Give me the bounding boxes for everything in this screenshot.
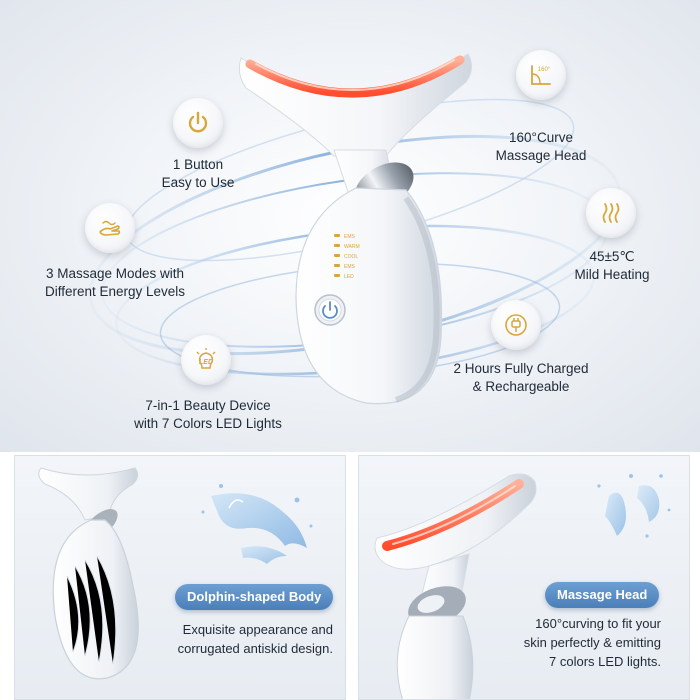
feature-modes: 3 Massage Modes with Different Energy Le…: [20, 265, 210, 301]
feature-charge: 2 Hours Fully Charged & Rechargeable: [426, 360, 616, 396]
plug-icon: [505, 314, 527, 336]
feature-curve: 160°Curve Massage Head: [476, 129, 606, 165]
dolphin-body-desc: Exquisite appearance and corrugated anti…: [178, 620, 333, 658]
feature-line: 2 Hours Fully Charged: [453, 361, 589, 376]
panel-massage-head: Massage Head 160°curving to fit your ski…: [358, 455, 690, 700]
feature-curve-badge: 160°: [516, 50, 566, 100]
mode-label: LED: [344, 274, 354, 280]
mode-label: WARM: [344, 244, 360, 250]
feature-line: 160°Curve: [509, 130, 573, 145]
feature-line: Easy to Use: [161, 175, 235, 190]
feature-line: Massage Head: [495, 148, 587, 163]
feature-line: 7-in-1 Beauty Device: [145, 398, 271, 413]
power-icon: [188, 111, 208, 133]
heat-waves-icon: [602, 203, 620, 223]
power-icon: [322, 301, 338, 319]
mode-label: EMS: [344, 234, 356, 240]
massage-head-title: Massage Head: [545, 582, 660, 608]
curve-icon-text: 160°: [538, 67, 551, 73]
feature-line: 3 Massage Modes with: [45, 266, 185, 281]
feature-led-badge: LED: [181, 335, 231, 385]
mode-label: EMS: [344, 264, 356, 270]
dolphin-water-icon: [201, 484, 313, 564]
desc-line: 160°curving to fit your: [535, 616, 661, 631]
panel-dolphin-art: [38, 467, 313, 680]
massage-head-desc: 160°curving to fit your skin perfectly &…: [524, 614, 661, 671]
feature-led: 7-in-1 Beauty Device with 7 Colors LED L…: [118, 397, 298, 433]
feature-modes-badge: [85, 203, 135, 253]
angle-icon: 160°: [531, 65, 551, 85]
desc-line: 7 colors LED lights.: [549, 654, 661, 669]
dolphin-body-title: Dolphin-shaped Body: [175, 584, 334, 610]
feature-line: 1 Button: [172, 157, 224, 172]
desc-line: skin perfectly & emitting: [523, 635, 661, 650]
desc-line: corrugated antiskid design.: [177, 641, 333, 656]
hero-stage: EMS WARM COOL EMS LED 1 Button Easy to U…: [0, 0, 700, 452]
feature-charge-badge: [491, 300, 541, 350]
desc-line: Exquisite appearance and: [182, 622, 333, 637]
feature-heating-badge: [586, 188, 636, 238]
mode-label: COOL: [344, 254, 358, 260]
feature-line: Different Energy Levels: [44, 284, 186, 299]
feature-line: & Rechargeable: [472, 379, 570, 394]
panel-dolphin-body: Dolphin-shaped Body Exquisite appearance…: [14, 455, 346, 700]
feature-heating: 45±5℃ Mild Heating: [560, 248, 664, 284]
feature-line: Mild Heating: [574, 267, 650, 282]
feature-line: 45±5℃: [589, 249, 635, 264]
water-splash-icon: [597, 474, 671, 538]
feature-button: 1 Button Easy to Use: [150, 156, 246, 192]
feature-line: with 7 Colors LED Lights: [134, 416, 282, 431]
device-power-button[interactable]: [314, 294, 346, 326]
neck-massager-device: EMS WARM COOL EMS LED: [238, 53, 472, 405]
hand-wave-icon: [99, 220, 121, 236]
led-icon-text: LED: [199, 359, 213, 366]
led-bulb-icon: LED: [196, 348, 216, 369]
feature-button-badge: [173, 98, 223, 148]
panel-massage-head-art: [374, 473, 671, 699]
